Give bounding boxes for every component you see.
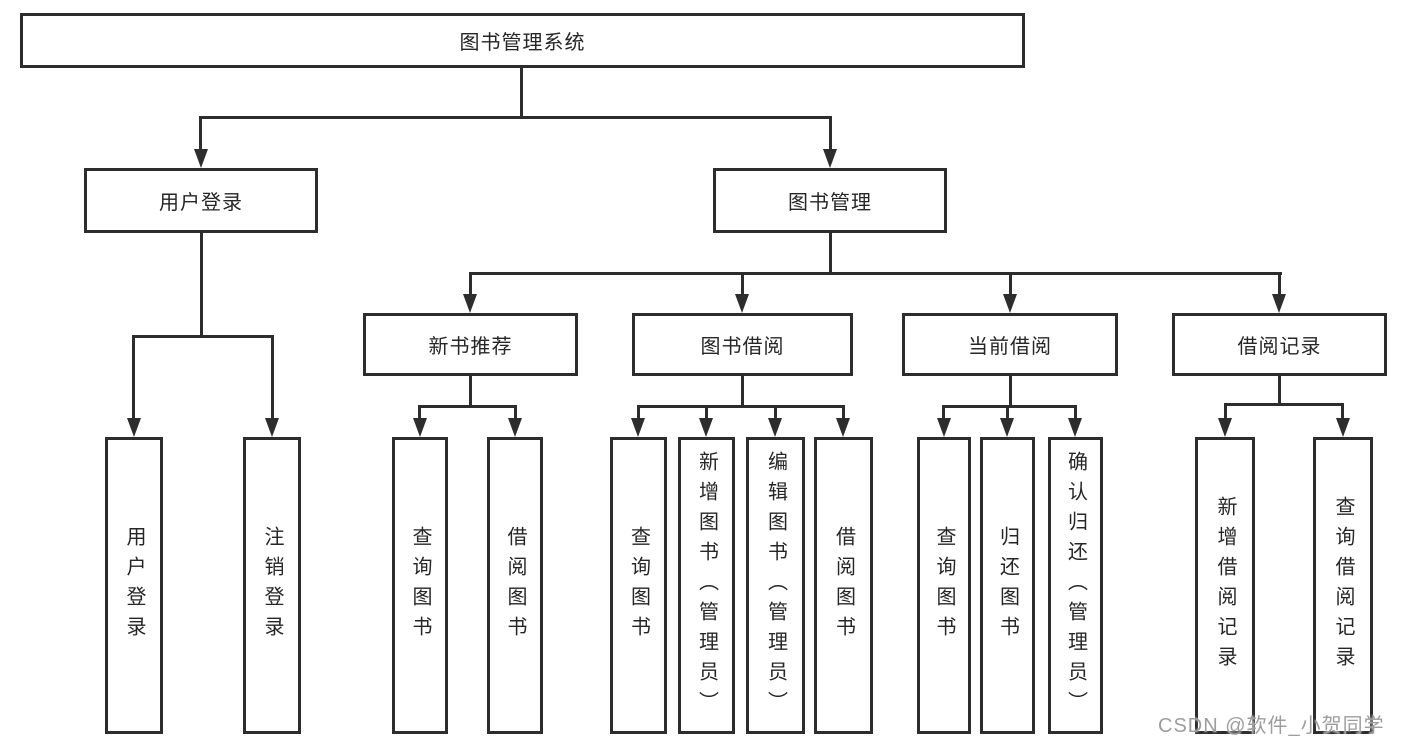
- arrow-down-icon: [463, 294, 477, 313]
- csdn-watermark: CSDN @软件_小贺同学: [1158, 715, 1385, 737]
- node-label: 查询借阅记录: [1332, 495, 1354, 676]
- arrow-down-icon: [768, 418, 782, 437]
- arrow-down-icon: [1272, 294, 1286, 313]
- arrow-down-icon: [631, 418, 645, 437]
- arrow-down-icon: [937, 418, 951, 437]
- connector-line: [741, 376, 744, 408]
- node-label: 新书推荐: [428, 336, 513, 358]
- connector-line: [469, 272, 472, 297]
- connector-line: [271, 335, 274, 421]
- connector-line: [705, 405, 708, 421]
- node-label: 图书借阅: [700, 336, 785, 358]
- node-leaf-borrow-books-2: 借阅图书: [814, 437, 873, 734]
- node-label: 新增图书（管理员）: [695, 450, 718, 721]
- node-leaf-query-books-1: 查询图书: [392, 437, 448, 734]
- connector-line: [1341, 403, 1344, 421]
- connector-line: [637, 405, 845, 408]
- node-label: 查询图书: [409, 525, 431, 646]
- connector-line: [520, 68, 523, 119]
- connector-line: [1009, 272, 1012, 297]
- node-label: 查询图书: [627, 525, 650, 646]
- connector-line: [829, 233, 832, 275]
- node-label: 借阅记录: [1237, 336, 1322, 358]
- node-label: 确认归还（管理员）: [1064, 450, 1087, 721]
- connector-line: [469, 272, 1282, 275]
- node-label: 编辑图书（管理员）: [764, 450, 787, 721]
- node-new-book-recommend: 新书推荐: [363, 313, 578, 376]
- connector-line: [1224, 403, 1227, 421]
- connector-line: [1006, 405, 1009, 421]
- node-leaf-query-books-3: 查询图书: [917, 437, 971, 734]
- connector-line: [741, 272, 744, 297]
- arrow-down-icon: [127, 418, 141, 437]
- arrow-down-icon: [413, 418, 427, 437]
- connector-line: [418, 405, 517, 408]
- arrow-down-icon: [194, 149, 208, 168]
- connector-line: [942, 405, 1076, 408]
- node-leaf-edit-books-admin: 编辑图书（管理员）: [746, 437, 805, 734]
- node-leaf-borrow-books-1: 借阅图书: [487, 437, 543, 734]
- node-current-borrow: 当前借阅: [902, 313, 1118, 376]
- node-system-root: 图书管理系统: [20, 13, 1025, 68]
- arrow-down-icon: [836, 418, 850, 437]
- arrow-down-icon: [735, 294, 749, 313]
- node-leaf-user-login: 用户登录: [105, 437, 163, 734]
- arrow-down-icon: [1068, 418, 1082, 437]
- connector-line: [199, 116, 832, 119]
- node-label: 注销登录: [261, 525, 283, 646]
- node-leaf-return-books: 归还图书: [980, 437, 1035, 734]
- arrow-down-icon: [508, 418, 522, 437]
- node-label: 归还图书: [996, 525, 1019, 646]
- node-label: 图书管理系统: [459, 32, 586, 54]
- node-leaf-logout: 注销登录: [243, 437, 301, 734]
- connector-line: [514, 405, 517, 421]
- arrow-down-icon: [699, 418, 713, 437]
- connector-line: [200, 233, 203, 338]
- node-label: 借阅图书: [504, 525, 526, 646]
- connector-line: [199, 116, 202, 153]
- arrow-down-icon: [1336, 418, 1350, 437]
- connector-line: [829, 116, 832, 153]
- node-leaf-query-books-2: 查询图书: [610, 437, 667, 734]
- connector-line: [1278, 376, 1281, 406]
- connector-line: [942, 405, 945, 421]
- node-borrow-records: 借阅记录: [1172, 313, 1387, 376]
- node-label: 新增借阅记录: [1214, 495, 1236, 676]
- arrow-down-icon: [265, 418, 279, 437]
- connector-line: [132, 335, 135, 421]
- connector-line: [1009, 376, 1012, 408]
- arrow-down-icon: [823, 149, 837, 168]
- node-leaf-add-books-admin: 新增图书（管理员）: [678, 437, 735, 734]
- node-label: 用户登录: [123, 525, 145, 646]
- connector-line: [1074, 405, 1077, 421]
- node-leaf-confirm-return-admin: 确认归还（管理员）: [1048, 437, 1103, 734]
- connector-line: [842, 405, 845, 421]
- connector-line: [418, 405, 421, 421]
- arrow-down-icon: [1000, 418, 1014, 437]
- node-leaf-query-borrow-record: 查询借阅记录: [1313, 437, 1373, 734]
- connector-line: [1278, 272, 1281, 297]
- node-user-login: 用户登录: [84, 168, 318, 233]
- node-label: 用户登录: [159, 192, 243, 214]
- node-label: 借阅图书: [832, 525, 855, 646]
- node-book-borrow: 图书借阅: [632, 313, 853, 376]
- connector-line: [637, 405, 640, 421]
- node-book-management: 图书管理: [713, 168, 947, 233]
- connector-line: [469, 376, 472, 408]
- node-label: 查询图书: [933, 525, 955, 646]
- connector-line: [774, 405, 777, 421]
- connector-line: [132, 335, 274, 338]
- arrow-down-icon: [1003, 294, 1017, 313]
- node-label: 当前借阅: [968, 336, 1052, 358]
- node-leaf-add-borrow-record: 新增借阅记录: [1195, 437, 1255, 734]
- connector-line: [1224, 403, 1344, 406]
- node-label: 图书管理: [788, 192, 872, 214]
- arrow-down-icon: [1218, 418, 1232, 437]
